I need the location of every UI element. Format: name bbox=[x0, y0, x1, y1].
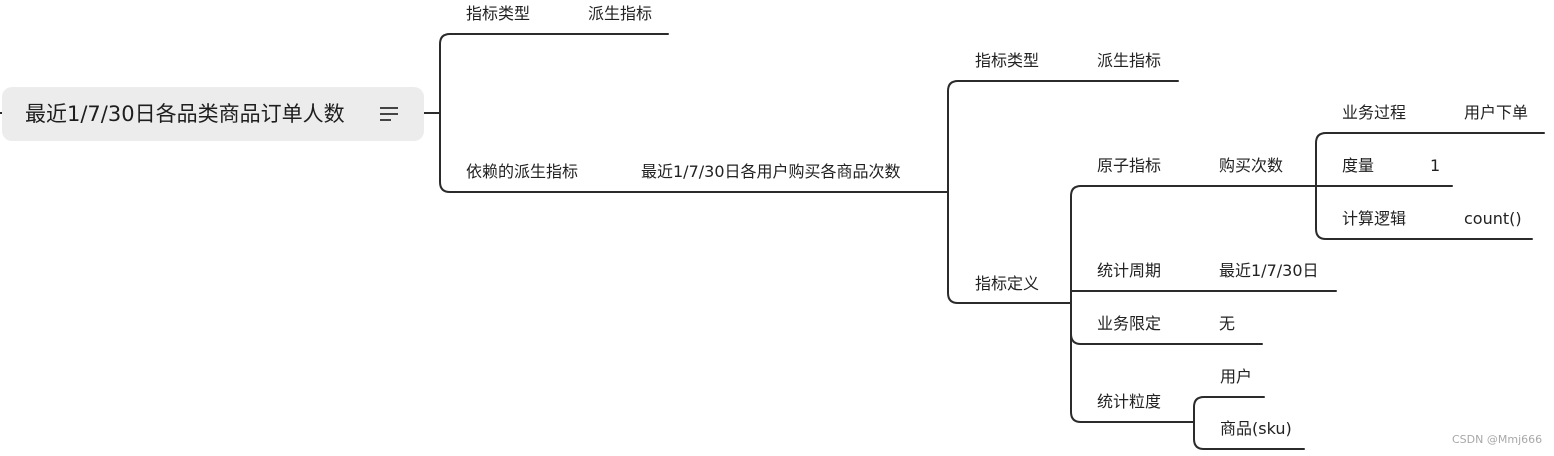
indicator-type-label[interactable]: 指标类型 bbox=[466, 4, 531, 23]
watermark: CSDN @Mmj666 bbox=[1452, 433, 1543, 446]
business-limit-value[interactable]: 无 bbox=[1219, 314, 1236, 333]
atomic-indicator-label[interactable]: 原子指标 bbox=[1097, 156, 1162, 175]
calc-logic-value[interactable]: count() bbox=[1464, 209, 1522, 228]
granularity-item-user[interactable]: 用户 bbox=[1220, 367, 1253, 386]
calc-logic-label[interactable]: 计算逻辑 bbox=[1342, 209, 1407, 228]
indicator-type-value[interactable]: 派生指标 bbox=[588, 4, 653, 23]
measure-label[interactable]: 度量 bbox=[1342, 156, 1375, 175]
business-process-value[interactable]: 用户下单 bbox=[1464, 103, 1529, 122]
granularity-item-sku[interactable]: 商品(sku) bbox=[1220, 419, 1292, 438]
notes-lines-icon[interactable] bbox=[380, 104, 400, 124]
stat-period-value[interactable]: 最近1/7/30日 bbox=[1219, 261, 1319, 280]
indicator-definition-label[interactable]: 指标定义 bbox=[975, 274, 1040, 293]
measure-value[interactable]: 1 bbox=[1430, 156, 1441, 175]
business-limit-label[interactable]: 业务限定 bbox=[1097, 314, 1162, 333]
root-node[interactable]: 最近1/7/30日各品类商品订单人数 bbox=[2, 87, 424, 141]
sub-indicator-type-value[interactable]: 派生指标 bbox=[1097, 51, 1162, 70]
atomic-indicator-value[interactable]: 购买次数 bbox=[1219, 156, 1284, 175]
root-title: 最近1/7/30日各品类商品订单人数 bbox=[25, 102, 345, 126]
granularity-label[interactable]: 统计粒度 bbox=[1097, 392, 1162, 411]
business-process-label[interactable]: 业务过程 bbox=[1342, 103, 1407, 122]
sub-indicator-type-label[interactable]: 指标类型 bbox=[975, 51, 1040, 70]
stat-period-label[interactable]: 统计周期 bbox=[1097, 261, 1162, 280]
depends-derived-label[interactable]: 依赖的派生指标 bbox=[466, 162, 579, 181]
depends-derived-value[interactable]: 最近1/7/30日各用户购买各商品次数 bbox=[641, 162, 901, 181]
